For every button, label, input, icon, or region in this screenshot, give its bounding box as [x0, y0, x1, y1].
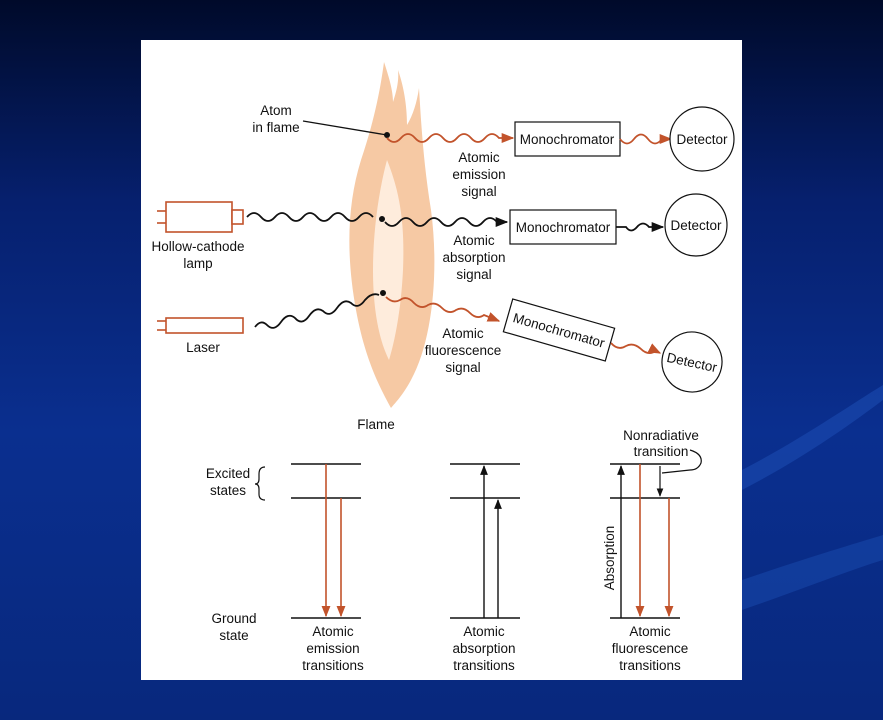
atom-dot-fluorescence [380, 290, 386, 296]
absorption-signal-line1: Atomic [453, 233, 495, 248]
diagram-panel: Atom in flame Monochromator Detector Ato… [141, 40, 742, 680]
emission-signal-line1: Atomic [458, 150, 500, 165]
detector-fluorescence-circle [661, 331, 723, 393]
flame-label: Flame [357, 417, 395, 432]
atom-label-line1: Atom [260, 103, 292, 118]
fluorescence-output-wave [610, 342, 662, 354]
absorption-levels [450, 463, 520, 619]
absorption-signal-line3: signal [456, 267, 491, 282]
absorption-signal-line2: absorption [442, 250, 505, 265]
monochromator-fluorescence-group: Monochromator [502, 298, 616, 362]
monochromator-absorption-box [509, 209, 617, 245]
absorption-input-wave [246, 212, 374, 222]
atom-dot-absorption [379, 216, 385, 222]
monochromator-absorption-label: Monochromator [516, 220, 611, 235]
detector-emission-circle [669, 106, 735, 172]
monochromator-fluorescence-box [502, 298, 616, 362]
detector-fluorescence-group: Detector [661, 331, 723, 393]
emission-transitions-line1: Atomic [312, 624, 354, 639]
fluorescence-transitions-line1: Atomic [629, 624, 671, 639]
detector-absorption-label: Detector [670, 218, 722, 233]
laser-label: Laser [186, 340, 220, 355]
detector-absorption-circle [664, 193, 728, 257]
emission-output-wave [619, 133, 673, 145]
fluorescence-input-wave [254, 293, 380, 329]
fluorescence-transitions-line3: transitions [619, 658, 681, 673]
absorption-transitions-line2: absorption [452, 641, 515, 656]
emission-transitions-line2: emission [306, 641, 359, 656]
nonradiative-label-line1: Nonradiative [623, 428, 699, 443]
flame-inner [373, 160, 404, 360]
atom-label-line2: in flame [252, 120, 299, 135]
fluorescence-signal-line3: signal [445, 360, 480, 375]
excited-states-label-line2: states [210, 483, 246, 498]
flame-graphic [349, 62, 435, 408]
emission-levels [291, 463, 361, 619]
hollow-cathode-lamp-icon [157, 201, 244, 233]
ground-state-label-line2: state [219, 628, 248, 643]
excited-states-label-line1: Excited [206, 466, 250, 481]
emission-signal-line3: signal [461, 184, 496, 199]
fluorescence-transitions-line2: fluorescence [612, 641, 689, 656]
monochromator-emission-label: Monochromator [520, 132, 615, 147]
hollow-cathode-label-line2: lamp [183, 256, 212, 271]
excited-states-brace [254, 466, 266, 501]
fluorescence-wave [385, 296, 501, 322]
emission-transitions-line3: transitions [302, 658, 364, 673]
laser-icon [157, 317, 244, 334]
absorption-wave [384, 216, 509, 228]
hollow-cathode-label-line1: Hollow-cathode [151, 239, 244, 254]
absorption-vertical-label: Absorption [602, 526, 617, 591]
ground-state-label-line1: Ground [211, 611, 256, 626]
absorption-transitions-line3: transitions [453, 658, 515, 673]
detector-emission-label: Detector [676, 132, 728, 147]
emission-signal-line2: emission [452, 167, 505, 182]
atomic-spectroscopy-diagram: Atom in flame Monochromator Detector Ato… [151, 62, 735, 673]
fluorescence-signal-line2: fluorescence [425, 343, 502, 358]
nonradiative-label-line2: transition [634, 444, 689, 459]
nonradiative-pointer [661, 449, 702, 474]
fluorescence-levels [610, 463, 680, 619]
fluorescence-signal-line1: Atomic [442, 326, 484, 341]
atom-pointer-line [302, 120, 388, 136]
absorption-transitions-line1: Atomic [463, 624, 505, 639]
absorption-output-wave [616, 221, 665, 233]
emission-wave [386, 132, 515, 144]
